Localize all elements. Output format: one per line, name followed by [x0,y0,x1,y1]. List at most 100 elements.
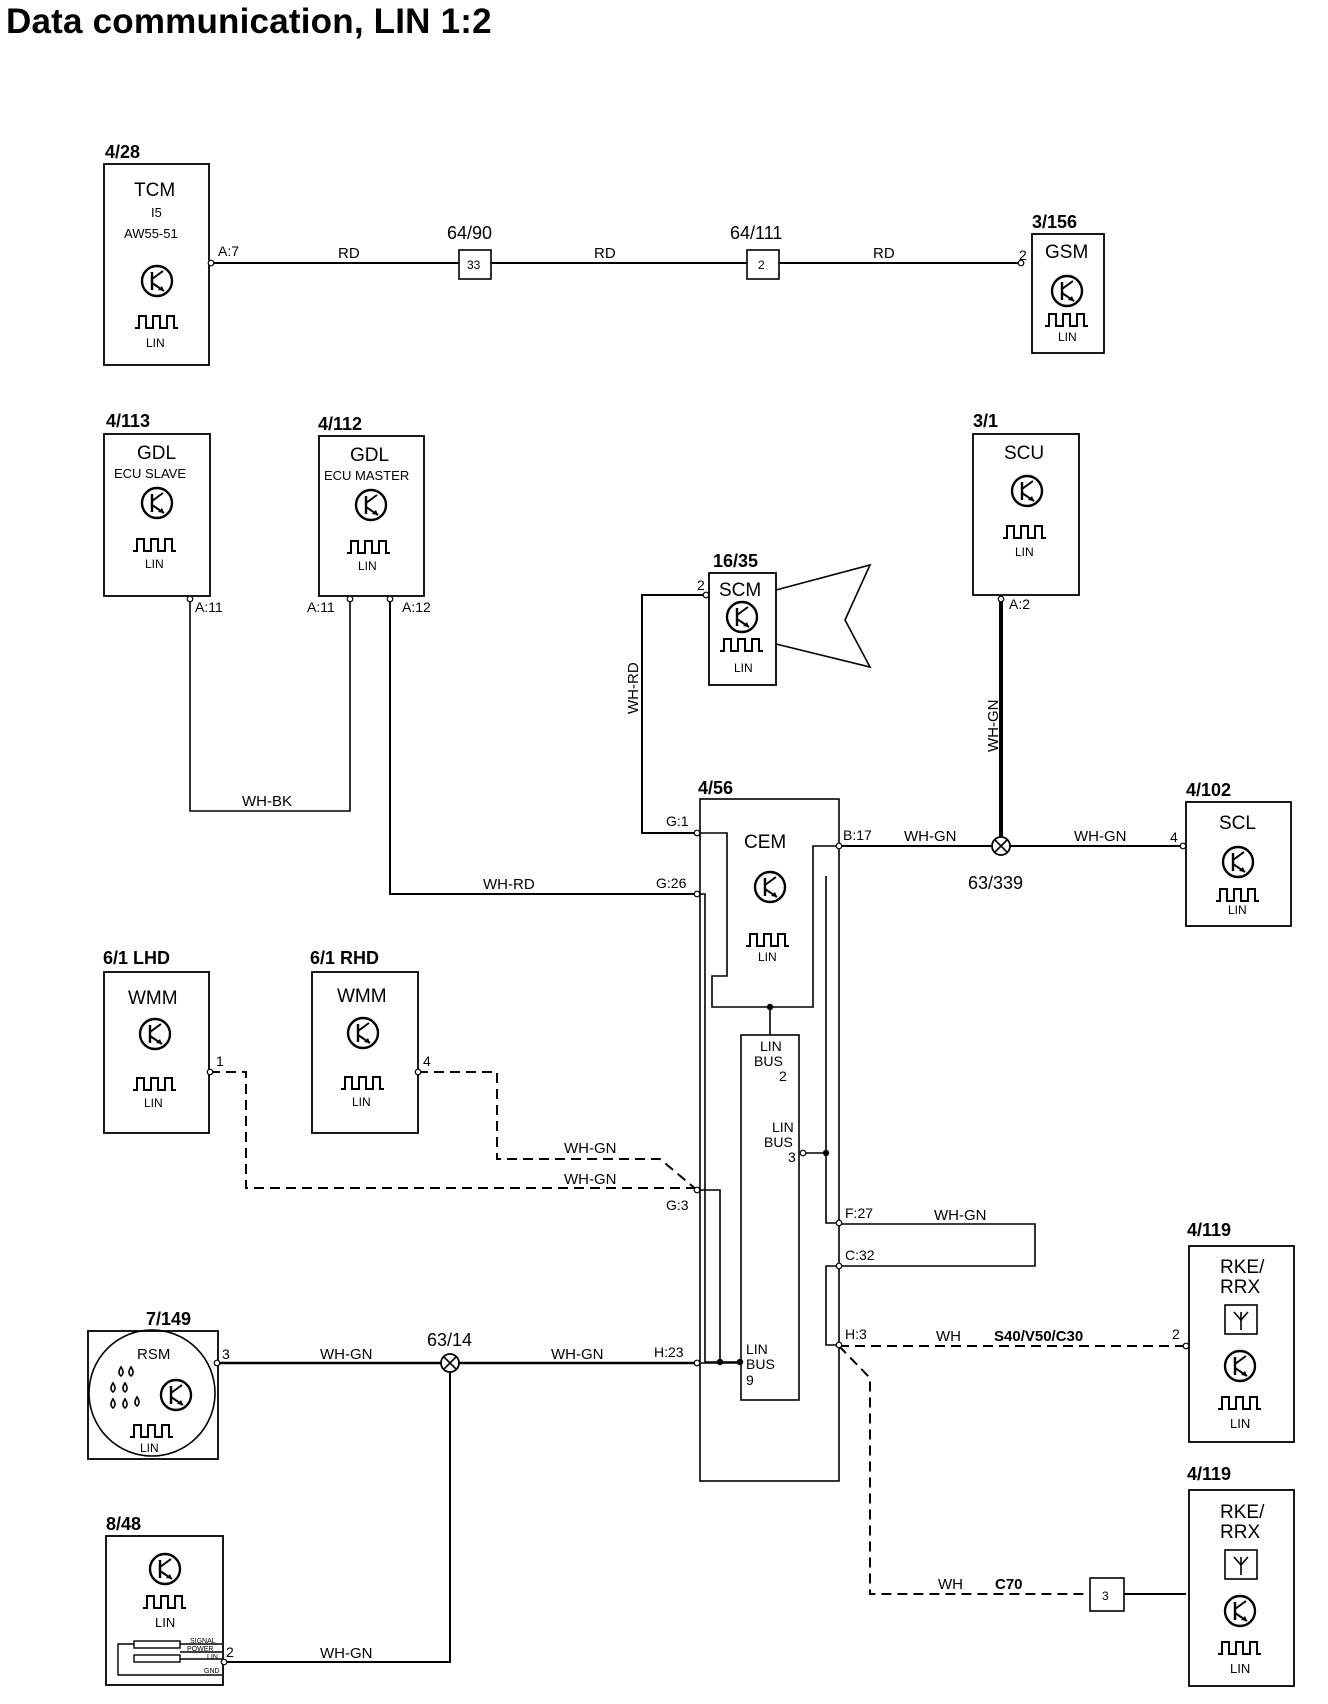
wmm-rhd-ref: 6/1 RHD [310,948,379,968]
rke2-lin: LIN [1230,1661,1250,1676]
wire-wh-gn-rhd: WH-GN [564,1140,617,1157]
gdl-slave-module: 4/113 GDL ECU SLAVE LIN A:11 [103,411,223,615]
bus2-line2: BUS [754,1053,783,1069]
scu-ref: 3/1 [973,411,998,431]
transistor-icon [1223,1594,1257,1628]
m848-conn-gnd: GND [204,1668,220,1675]
rsm-lin: LIN [140,1441,159,1455]
wire-wh-bk: WH-BK [242,793,292,810]
gdl-slave-pin: A:11 [195,599,223,615]
wire-wh-gn-scl: WH-GN [1074,828,1127,845]
wmm-rhd-name: WMM [337,986,387,1007]
cem-name: CEM [744,832,786,853]
cem-pin-f27: F:27 [845,1205,873,1221]
transistor-icon [354,488,388,522]
wire-wh-gn-rsm: WH-GN [320,1346,373,1363]
cem-pin-h23: H:23 [654,1344,684,1360]
wire-wh-gn-f27: WH-GN [934,1207,987,1224]
gdl-master-sub: ECU MASTER [324,468,409,483]
scm-lin: LIN [734,661,753,675]
pulse-icon [745,933,790,947]
diagram-title: Data communication, LIN 1:2 [6,2,492,41]
cem-pin-g26: G:26 [656,875,687,891]
cem-lin: LIN [758,950,777,964]
wire-wh-gn-848: WH-GN [320,1645,373,1662]
connector-64-90: 64/90 33 [447,223,492,280]
connector-block-icon [117,1640,222,1676]
rke2-name1: RKE/ [1220,1502,1265,1523]
scm-module: 16/35 SCM LIN 2 [697,551,872,686]
scm-ref: 16/35 [713,551,758,571]
scl-ref: 4/102 [1186,780,1231,800]
pulse-icon [134,315,179,329]
wire-wh-gn-scu: WH-GN [985,700,1002,753]
tcm-module: 4/28 TCM I5 AW55-51 LIN A:7 [103,142,239,366]
scu-lin: LIN [1015,545,1034,559]
m848-conn-power: POWER [187,1646,213,1653]
pulse-icon [346,540,391,554]
rke1-pin: 2 [1172,1326,1180,1342]
bus9-line1: LIN [746,1341,768,1357]
transistor-icon [1050,274,1084,308]
wire-rd-3: RD [873,245,895,262]
pulse-icon [1215,888,1260,902]
pulse-icon [340,1076,385,1090]
gdl-master-pin2: A:12 [402,599,431,615]
cem-lin-bus-block [740,1034,800,1401]
variant-c70: C70 [995,1576,1023,1593]
rke1-name2: RRX [1220,1277,1260,1298]
cem-pin-g1: G:1 [666,813,689,829]
rsm-pin: 3 [222,1346,230,1362]
rke1-lin: LIN [1230,1416,1250,1431]
scl-module: 4/102 SCL LIN 4 [1170,780,1292,927]
scl-name: SCL [1219,813,1256,834]
wmm-lhd-ref: 6/1 LHD [103,948,170,968]
rsm-ref: 7/149 [146,1309,191,1329]
wire-wh-gn-b17: WH-GN [904,828,957,845]
rke2-ref: 4/119 [1187,1464,1231,1484]
connector-64-90-num: 33 [467,258,481,272]
rke1-name1: RKE/ [1220,1257,1265,1278]
cem-ref: 4/56 [698,778,733,798]
rke2-name2: RRX [1220,1522,1260,1543]
gdl-slave-ref: 4/113 [106,411,150,431]
bus2-line3: 2 [779,1068,787,1084]
m848-lin: LIN [155,1615,175,1630]
splice-63-14-ref: 63/14 [427,1330,472,1350]
junction-dots [716,1003,830,1366]
transistor-icon [1223,1349,1257,1383]
wire-wh-h3: WH [936,1328,961,1345]
pulse-icon [132,1077,177,1091]
pulse-icon [1217,1641,1262,1655]
pulse-icon [132,538,177,552]
scu-pin: A:2 [1009,596,1030,612]
transistor-icon [148,1552,182,1586]
cem-pin-g3: G:3 [666,1197,689,1213]
splice-63-339: 63/339 [968,836,1023,893]
rsm-name: RSM [137,1346,170,1363]
wmm-lhd-pin: 1 [216,1053,224,1069]
bus9-line3: 9 [746,1372,754,1388]
wmm-rhd-pin: 4 [423,1053,431,1069]
wmm-rhd-module: 6/1 RHD WMM LIN 4 [310,948,431,1134]
gdl-slave-sub: ECU SLAVE [114,466,186,481]
wire-wh-gn-h23: WH-GN [551,1346,604,1363]
splice-63-14: 63/14 [427,1330,472,1373]
gsm-name: GSM [1045,242,1088,263]
transistor-icon [140,486,174,520]
wire-wh-rd-h: WH-RD [483,876,535,893]
connector-64-90-ref: 64/90 [447,223,492,243]
transistor-icon [140,264,174,298]
scl-lin: LIN [1228,903,1247,917]
bus3-line3: 3 [788,1149,796,1165]
bus2-line1: LIN [760,1038,782,1054]
tcm-sub2: AW55-51 [124,226,178,241]
connector-3: 3 [1089,1577,1125,1612]
transistor-icon [159,1378,193,1412]
gdl-master-lin: LIN [358,559,377,573]
transistor-icon [138,1017,172,1051]
gdl-master-module: 4/112 GDL ECU MASTER LIN A:11 A:12 [307,414,431,615]
pulse-icon [142,1595,187,1609]
wmm-lhd-module: 6/1 LHD WMM LIN 1 [103,948,224,1134]
